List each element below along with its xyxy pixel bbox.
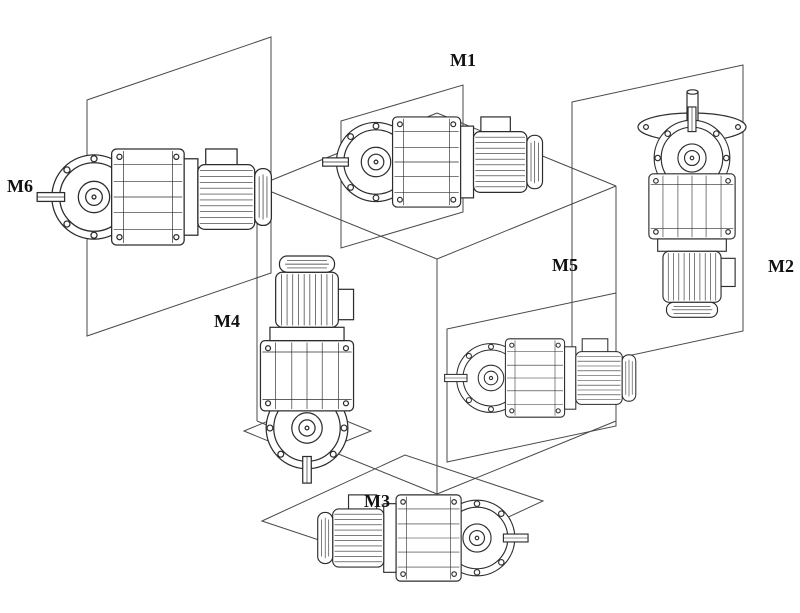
cube-edge [436,185,617,260]
label-m4: M4 [214,311,240,331]
label-m5: M5 [552,255,578,275]
label-m3: M3 [364,491,390,511]
mounting-plane-m2 [571,64,744,369]
mounting-plane-m5 [446,292,617,463]
position-labels: M1 M2 M3 M4 M5 M6 [7,50,794,511]
label-m2: M2 [768,256,794,276]
mounting-plane-m1 [340,84,464,249]
label-m1: M1 [450,50,476,70]
gearmotor-m4 [259,255,355,484]
cube-edge [436,420,617,495]
gearmotor-m1 [322,116,544,208]
gearmotor-m6 [36,148,273,246]
gearmotor-m2 [648,106,736,318]
cube-edge [256,185,438,260]
gearmotor-m5 [444,338,637,418]
gearmotor-m3 [317,494,529,582]
label-m6: M6 [7,176,33,196]
mounting-plane-m6 [86,36,272,337]
